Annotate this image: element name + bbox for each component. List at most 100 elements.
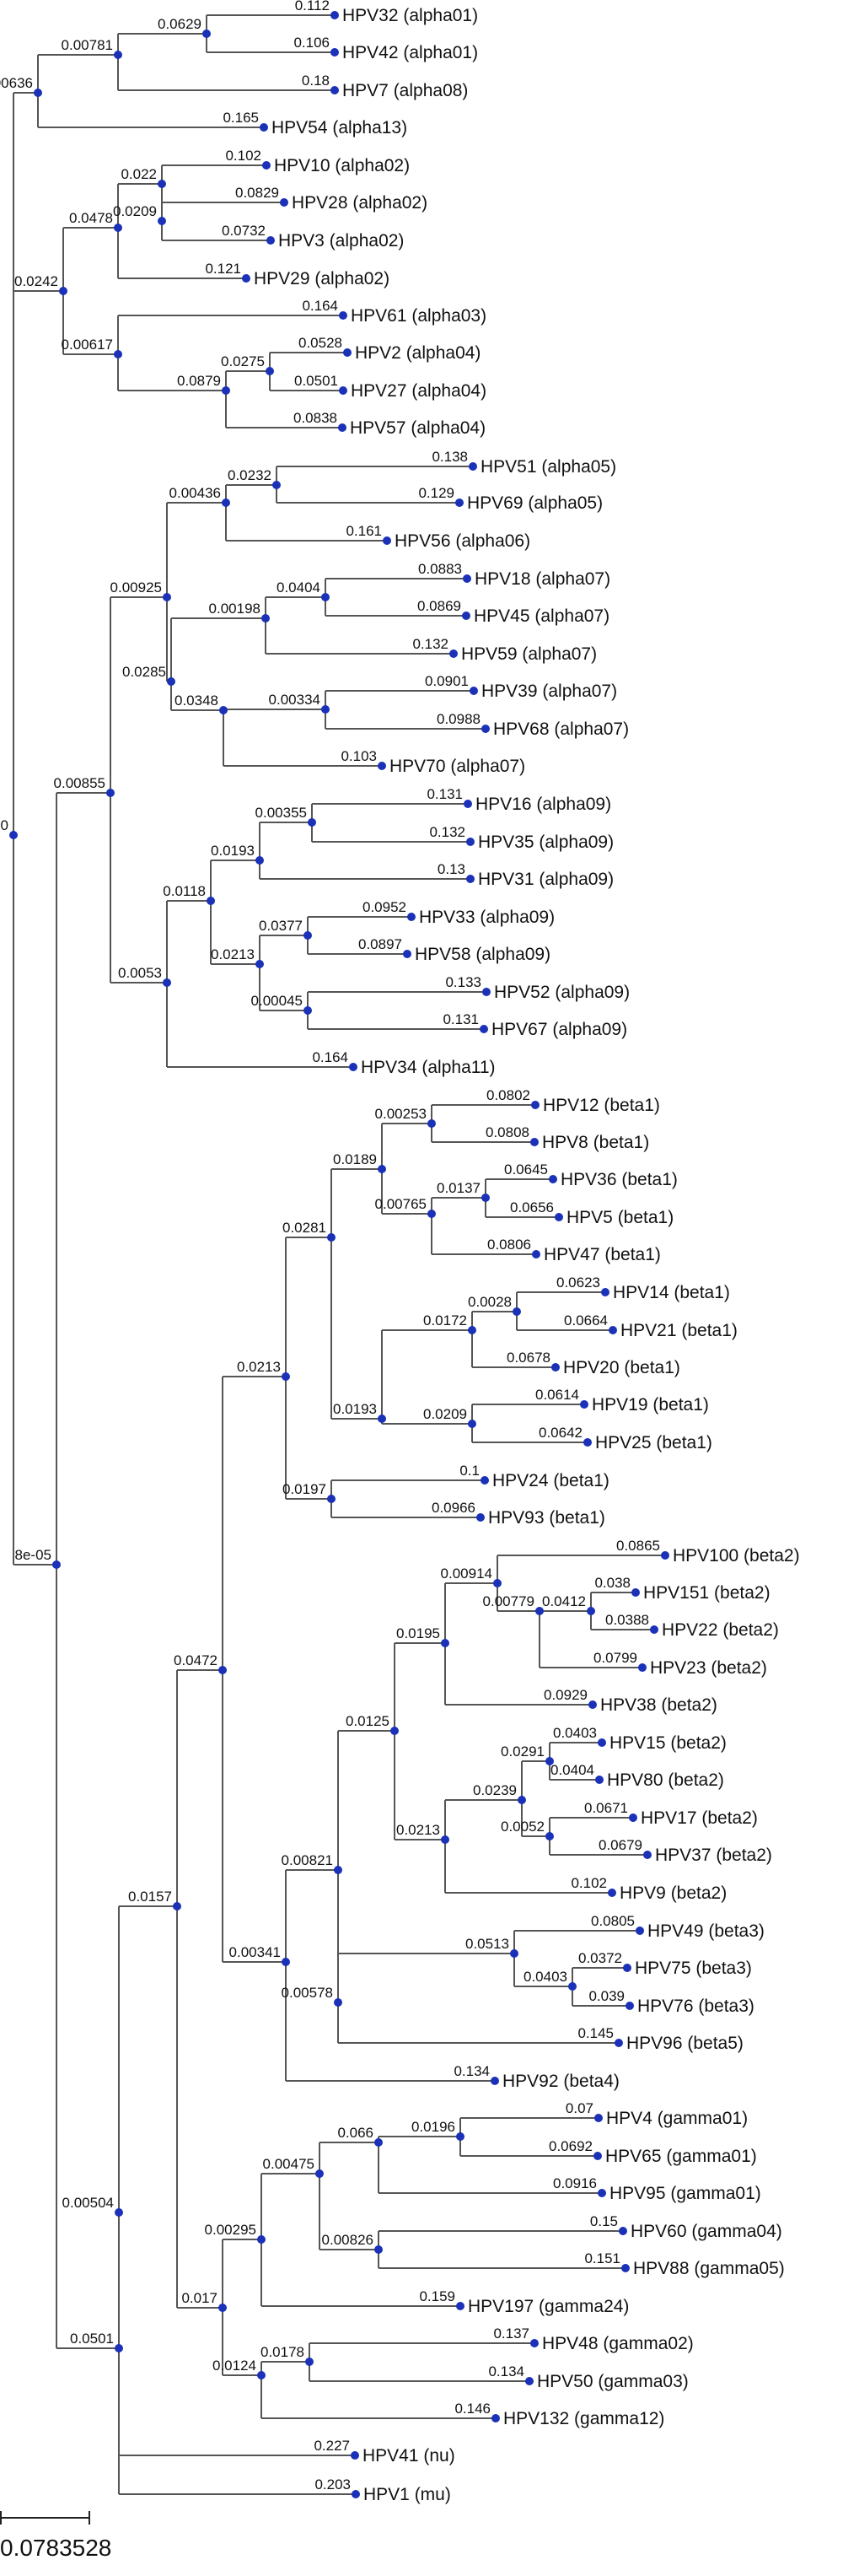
taxon-label: HPV68 (alpha07) — [493, 719, 629, 739]
branch-length-label: 0.0213 — [396, 1822, 440, 1838]
taxon-label: HPV70 (alpha07) — [389, 757, 525, 776]
node-d18 — [390, 1727, 399, 1735]
node-d9 — [427, 1210, 436, 1218]
branch-length-label: 0.0966 — [432, 1500, 475, 1516]
node-l67 — [352, 2490, 360, 2498]
branch-length-label: 0.159 — [419, 2288, 455, 2304]
node-l45 — [638, 1663, 647, 1672]
branch-length-label: 0.164 — [312, 1049, 348, 1065]
node-l62 — [456, 2302, 464, 2310]
branch-length-label: 0.103 — [341, 748, 377, 764]
taxon-label: HPV18 (alpha07) — [475, 569, 610, 589]
node-l20 — [481, 725, 490, 733]
node-d12 — [468, 1326, 476, 1334]
node-l4 — [260, 123, 268, 132]
branch-length-label: 0 — [1, 817, 8, 833]
node-c12 — [207, 897, 215, 905]
taxon-label: HPV16 (alpha09) — [475, 795, 611, 814]
branch-length-label: 0.0291 — [501, 1743, 545, 1760]
node-d27 — [334, 1998, 342, 2007]
branch-length-label: 0.0209 — [113, 203, 157, 219]
branch-length-label: 0.0645 — [504, 1161, 548, 1178]
branch-length-label: 0.0193 — [211, 843, 255, 859]
node-b7 — [266, 367, 274, 375]
node-d17 — [334, 1866, 342, 1874]
branch-length-label: 0.0403 — [524, 1969, 567, 1985]
node-d16 — [282, 1958, 290, 1966]
branch-length-label: 0.132 — [412, 636, 448, 652]
node-l7 — [266, 236, 275, 245]
node-e4 — [374, 2138, 383, 2147]
branch-length-label: 0.0838 — [293, 410, 337, 426]
node-l60 — [619, 2227, 627, 2235]
branch-length-label: 0.0614 — [535, 1387, 579, 1403]
node-l18 — [449, 649, 458, 658]
node-d11 — [378, 1415, 386, 1423]
branch-length-label: 0.00436 — [169, 485, 221, 501]
branch-length-label: 0.0196 — [411, 2119, 455, 2135]
node-l17 — [462, 612, 470, 620]
node-d15 — [327, 1495, 336, 1503]
branch-length-label: 0.0671 — [584, 1800, 628, 1816]
node-b6 — [222, 386, 230, 395]
branch-length-label: 0.00765 — [375, 1196, 427, 1212]
node-l3 — [330, 86, 339, 94]
node-l39 — [583, 1438, 592, 1447]
node-d5 — [282, 1372, 290, 1381]
node-l9 — [339, 311, 347, 320]
node-l66 — [351, 2451, 359, 2460]
branch-length-label: 0.18 — [302, 73, 330, 89]
branch-length-label: 0.165 — [223, 110, 259, 126]
node-d29 — [568, 1982, 577, 1991]
taxon-label: HPV65 (gamma01) — [605, 2147, 757, 2166]
branch-length-label: 0.145 — [577, 2025, 614, 2041]
node-l47 — [598, 1738, 606, 1747]
node-l15 — [383, 536, 391, 545]
node-d22 — [587, 1607, 595, 1615]
node-l12 — [338, 423, 346, 432]
branch-length-label: 0.0732 — [222, 223, 266, 239]
branch-length-label: 0.00779 — [483, 1593, 534, 1609]
branch-length-label: 0.0656 — [510, 1199, 554, 1215]
taxon-label: HPV36 (beta1) — [561, 1170, 678, 1189]
branch-length-label: 0.0053 — [118, 965, 162, 981]
branch-length-label: 0.102 — [225, 148, 261, 164]
branch-length-label: 0.134 — [488, 2363, 524, 2379]
branch-length-label: 0.0802 — [486, 1087, 530, 1103]
node-l6 — [280, 198, 288, 207]
node-l53 — [623, 1964, 631, 1972]
node-e8 — [305, 2358, 314, 2366]
node-l27 — [482, 988, 491, 996]
branch-length-label: 0.13 — [438, 861, 465, 877]
taxon-label: HPV76 (beta3) — [637, 1997, 754, 2016]
node-l34 — [532, 1250, 540, 1258]
branch-length-label: 0.0377 — [259, 918, 303, 934]
branch-length-label: 0.00045 — [251, 993, 303, 1009]
branch-length-label: 0.0952 — [362, 899, 406, 915]
node-c17 — [303, 1006, 312, 1015]
branch-length-label: 0.0412 — [542, 1593, 586, 1609]
node-b5 — [114, 350, 122, 358]
branch-length-label: 0.0195 — [396, 1625, 440, 1641]
branch-length-label: 0.0929 — [544, 1687, 588, 1703]
node-l8 — [242, 274, 250, 283]
branch-length-label: 0.0629 — [158, 16, 201, 32]
taxon-label: HPV75 (beta3) — [635, 1959, 752, 1978]
taxon-label: HPV49 (beta3) — [647, 1921, 765, 1941]
node-l61 — [621, 2264, 630, 2272]
node-l43 — [631, 1588, 640, 1597]
node-c15 — [255, 960, 264, 968]
node-l49 — [629, 1813, 637, 1822]
scale-bar: 0.0783528 — [0, 2511, 111, 2561]
branch-length-label: 0.102 — [571, 1875, 607, 1891]
node-d14 — [468, 1420, 476, 1428]
branch-length-label: 0.0172 — [423, 1312, 467, 1328]
branch-length-label: 0.0124 — [212, 2358, 256, 2374]
branch-length-label: 0.151 — [584, 2250, 620, 2266]
branch-length-label: 0.00334 — [269, 692, 320, 708]
node-d24 — [518, 1796, 526, 1804]
node-e5 — [456, 2132, 464, 2141]
node-l32 — [549, 1175, 557, 1183]
node-d10 — [481, 1194, 490, 1202]
taxon-label: HPV93 (beta1) — [488, 1508, 605, 1528]
